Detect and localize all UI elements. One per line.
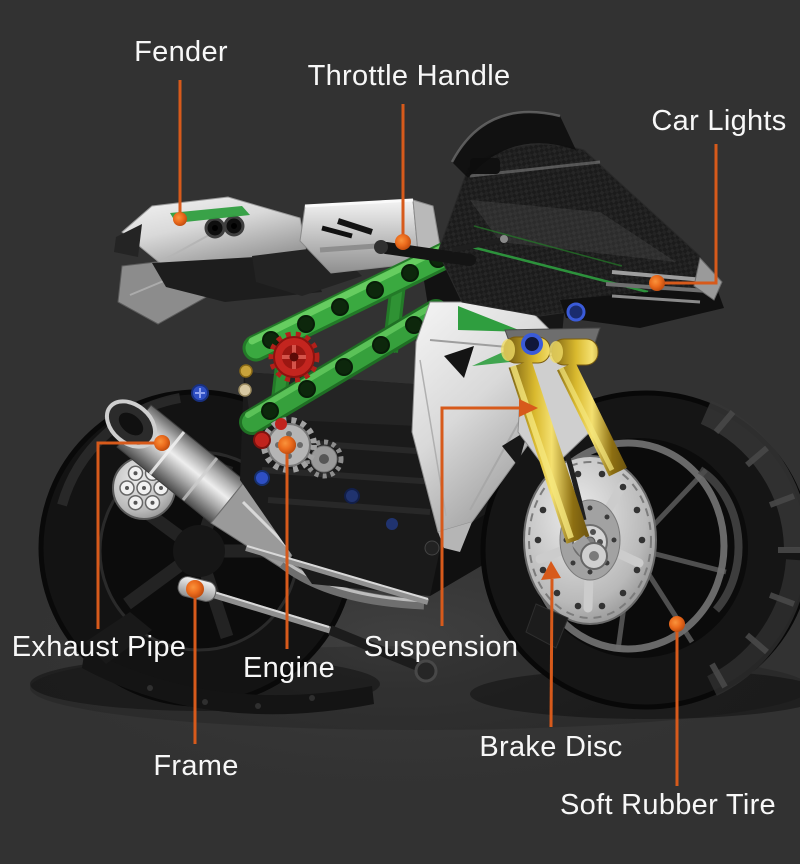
callout-brake-disc — [541, 561, 561, 728]
label-engine: Engine — [242, 652, 336, 684]
brake-caliper — [525, 603, 569, 649]
callout-dot-car-lights — [649, 275, 665, 291]
front-fork — [501, 327, 627, 570]
callout-arrow-suspension — [519, 399, 538, 417]
callouts — [96, 80, 718, 786]
callout-exhaust-pipe — [96, 435, 170, 629]
callout-throttle-handle — [395, 104, 411, 250]
red-gear — [268, 331, 320, 383]
label-exhaust-pipe: Exhaust Pipe — [11, 631, 187, 663]
callout-arrow-brake-disc — [541, 561, 561, 580]
callout-frame — [186, 580, 204, 744]
throttle-handlebar — [374, 235, 508, 266]
fuel-tank — [299, 198, 442, 274]
callout-dot-engine — [278, 436, 296, 454]
label-brake-disc: Brake Disc — [479, 731, 623, 763]
callout-dot-frame — [186, 580, 204, 598]
label-throttle-handle: Throttle Handle — [307, 60, 511, 92]
callout-soft-rubber-tire — [669, 616, 685, 786]
tire-tread — [709, 410, 800, 689]
label-soft-rubber-tire: Soft Rubber Tire — [560, 789, 776, 821]
engine-gears-pins — [191, 331, 398, 530]
callout-dot-tire — [669, 616, 685, 632]
tail-green-stripe — [170, 206, 250, 223]
callout-dot-fender — [173, 212, 187, 226]
headlight-chin — [560, 286, 724, 328]
callout-car-lights — [649, 144, 718, 291]
rear-stand — [82, 576, 438, 715]
label-suspension: Suspension — [363, 631, 519, 663]
callout-suspension — [440, 399, 538, 626]
colored-pins — [191, 364, 398, 530]
callout-fender — [173, 80, 187, 226]
callout-dot-exhaust — [154, 435, 170, 451]
windshield — [452, 112, 576, 178]
windscreen-cowl — [437, 110, 724, 328]
frame-beam-lower — [239, 299, 449, 435]
callout-dot-throttle — [395, 234, 411, 250]
tail-fender — [114, 196, 362, 325]
label-fender: Fender — [134, 36, 228, 68]
exhaust-pipe — [104, 399, 425, 610]
callout-engine — [278, 436, 296, 649]
small-gear — [304, 439, 344, 479]
label-frame: Frame — [153, 750, 239, 782]
label-car-lights: Car Lights — [651, 105, 787, 137]
